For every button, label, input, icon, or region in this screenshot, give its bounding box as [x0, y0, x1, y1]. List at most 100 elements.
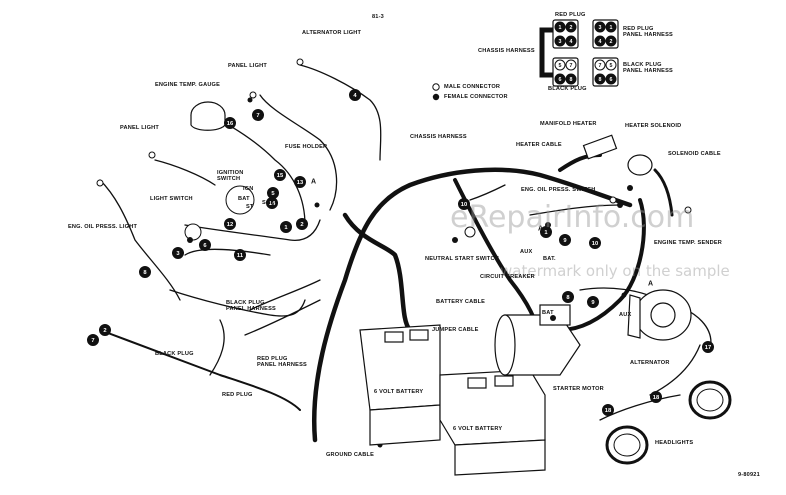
svg-text:18: 18: [605, 408, 612, 414]
label-engine-temp-sender: ENGINE TEMP. SENDER: [654, 240, 723, 246]
label-alternator: ALTERNATOR: [630, 360, 670, 366]
svg-text:4: 4: [570, 39, 573, 45]
wire-label-a: A: [648, 281, 653, 288]
label-bat-switch: BAT: [238, 196, 250, 202]
svg-text:6: 6: [559, 77, 562, 83]
svg-text:9: 9: [563, 238, 567, 244]
svg-text:15: 15: [277, 173, 284, 179]
svg-text:4: 4: [353, 93, 357, 99]
wire-number-badge: 2: [296, 218, 308, 230]
svg-text:10: 10: [461, 202, 467, 208]
label-heater-cable: HEATER CABLE: [516, 142, 562, 148]
watermark-site: eRepairInfo.com: [450, 200, 695, 235]
wire-number-badge: 9: [587, 296, 599, 308]
svg-text:11: 11: [237, 253, 244, 259]
svg-text:8: 8: [143, 270, 147, 276]
label-chassis-harness-top: CHASSIS HARNESS: [478, 48, 535, 54]
label-red-plug-panel-harness-top: RED PLUG PANEL HARNESS: [623, 26, 673, 39]
wire-number-badge: 1: [280, 221, 292, 233]
label-red-plug-top: RED PLUG: [555, 12, 586, 18]
label-eng-oil-press-light: ENG. OIL PRESS. LIGHT: [68, 224, 138, 230]
wire-number-badge: 7: [87, 334, 99, 346]
label-panel-light-top: PANEL LIGHT: [228, 63, 267, 69]
svg-text:5: 5: [271, 191, 275, 197]
label-circuit-breaker: CIRCUIT BREAKER: [480, 274, 535, 280]
label-eng-oil-press-switch: ENG. OIL PRESS. SWITCH: [521, 187, 596, 193]
label-battery-cable: BATTERY CABLE: [436, 299, 486, 305]
label-6-volt-battery-2: 6 VOLT BATTERY: [453, 426, 503, 432]
svg-text:2: 2: [570, 25, 573, 31]
plug-pin-black-panel: 7: [594, 59, 606, 71]
wire-number-badge: 7: [252, 109, 264, 121]
svg-text:12: 12: [227, 222, 233, 228]
svg-text:1: 1: [559, 25, 562, 31]
label-bat-cb: BAT.: [543, 256, 556, 262]
label-chassis-harness: CHASSIS HARNESS: [410, 134, 467, 140]
wire-number-badge: 2: [99, 324, 111, 336]
wire-number-badge: 16: [224, 117, 236, 129]
label-black-plug-bottom: BLACK PLUG: [548, 86, 587, 92]
svg-text:7: 7: [599, 63, 602, 69]
label-manifold-heater: MANIFOLD HEATER: [540, 121, 597, 127]
label-neutral-start-switch: NEUTRAL START SWITCH: [425, 256, 500, 262]
plug-pin-red-chassis: 2: [565, 21, 577, 33]
plug-pin-red-panel: 1: [605, 21, 617, 33]
wire-number-badge: 18: [650, 391, 662, 403]
svg-text:2: 2: [610, 39, 613, 45]
wire-label-a: A: [311, 179, 316, 186]
wire-number-badge: 6: [199, 239, 211, 251]
svg-text:14: 14: [269, 201, 276, 207]
legend-female-connector: FEMALE CONNECTOR: [444, 94, 508, 100]
svg-text:3: 3: [559, 39, 562, 45]
wire-number-badge: 18: [602, 404, 614, 416]
svg-text:8: 8: [566, 295, 570, 301]
wire-label-a: A: [538, 226, 543, 233]
label-heater-solenoid: HEATER SOLENOID: [625, 123, 682, 129]
label-ign: IGN: [243, 186, 254, 192]
label-st: ST: [246, 204, 254, 210]
label-headlights: HEADLIGHTS: [655, 440, 694, 446]
label-red-plug-panel-harness: RED PLUG PANEL HARNESS: [257, 356, 307, 369]
label-ignition-switch: IGNITION SWITCH: [217, 170, 244, 183]
page-reference: 81-3: [372, 14, 384, 20]
label-solenoid-cable: SOLENOID CABLE: [668, 151, 721, 157]
label-black-plug-panel-harness-top: BLACK PLUG PANEL HARNESS: [623, 62, 673, 75]
wire-number-badge: 5: [267, 187, 279, 199]
legend-male-connector: MALE CONNECTOR: [444, 84, 501, 90]
svg-text:6: 6: [203, 243, 207, 249]
label-aux-cb: AUX: [520, 249, 533, 255]
svg-text:7: 7: [256, 113, 259, 119]
plug-pin-black-panel: 6: [605, 73, 617, 85]
plug-pin-red-chassis: 4: [565, 35, 577, 47]
svg-text:8: 8: [599, 77, 602, 83]
wire-number-badge: 10: [589, 237, 601, 249]
wire-number-badge: 1: [540, 226, 552, 238]
label-light-switch: LIGHT SWITCH: [150, 196, 193, 202]
wire-number-badge: 11: [234, 249, 246, 261]
plug-pin-black-chassis: 8: [565, 73, 577, 85]
wire-number-badge: 9: [559, 234, 571, 246]
plug-pin-black-chassis: 5: [554, 59, 566, 71]
svg-text:8: 8: [570, 77, 573, 83]
svg-text:17: 17: [705, 345, 711, 351]
plug-pin-red-panel: 3: [594, 21, 606, 33]
svg-text:16: 16: [227, 121, 234, 127]
wire-number-badge: 8: [139, 266, 151, 278]
svg-text:13: 13: [297, 180, 304, 186]
label-engine-temp-gauge: ENGINE TEMP. GAUGE: [155, 82, 221, 88]
svg-text:6: 6: [610, 77, 613, 83]
label-panel-light-left: PANEL LIGHT: [120, 125, 159, 131]
watermark-note: watermark only on the sample: [500, 262, 730, 280]
plug-pin-red-panel: 2: [605, 35, 617, 47]
svg-text:1: 1: [284, 225, 288, 231]
svg-text:1: 1: [610, 25, 613, 31]
wire-number-badge: 13: [294, 176, 306, 188]
plug-pin-black-chassis: 6: [554, 73, 566, 85]
wire-number-badge: 4: [349, 89, 361, 101]
svg-text:2: 2: [300, 222, 303, 228]
svg-text:4: 4: [599, 39, 602, 45]
label-6-volt-battery-1: 6 VOLT BATTERY: [374, 389, 424, 395]
svg-text:3: 3: [176, 251, 180, 257]
